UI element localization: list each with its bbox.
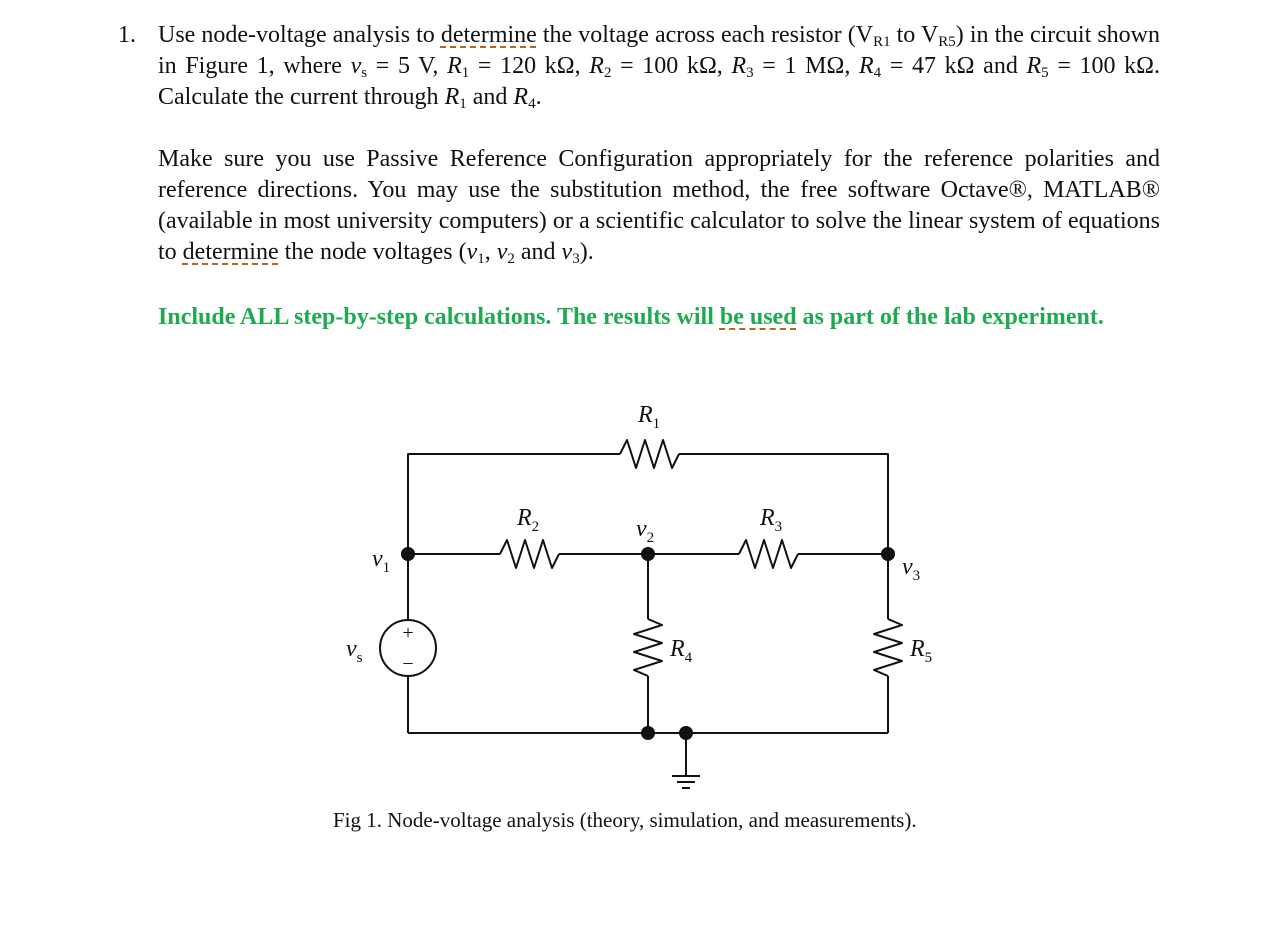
subscript: 1	[461, 65, 470, 81]
spellcheck-word[interactable]: determine	[440, 22, 537, 48]
instructions-paragraph: Make sure you use Passive Reference Conf…	[158, 144, 1160, 268]
label-v1: v1	[372, 546, 390, 576]
problem-number: 1.	[118, 22, 136, 48]
subscript: 5	[1041, 65, 1049, 81]
label-r4: R4	[669, 636, 693, 666]
text: ).	[579, 239, 594, 265]
r2-resistor	[499, 539, 560, 569]
spellcheck-word[interactable]: determine	[182, 239, 279, 265]
label-vs: vs	[346, 636, 363, 666]
subscript: 3	[746, 65, 754, 81]
subscript: 4	[528, 96, 536, 112]
text: = 100 kΩ. Calculate the current through	[158, 53, 1161, 110]
plus-sign: +	[402, 622, 413, 644]
problem-statement: Use node-voltage analysis to determine t…	[158, 20, 1160, 113]
symbol: R	[447, 53, 462, 79]
circuit-wires	[379, 439, 903, 789]
subscript: 1	[477, 251, 485, 267]
r5-resistor	[873, 618, 903, 677]
text: ,	[484, 239, 497, 265]
symbol: v	[496, 239, 508, 265]
r1-resistor	[619, 439, 680, 469]
label-r5: R5	[909, 636, 932, 666]
symbol: R	[444, 84, 460, 110]
text: = 120 kΩ,	[469, 53, 590, 79]
text: to V	[890, 22, 939, 48]
text: and	[514, 239, 562, 265]
spellcheck-word[interactable]: be used	[719, 304, 797, 330]
r4-resistor	[633, 618, 663, 677]
text: and	[466, 84, 514, 110]
text: = 47 kΩ and	[881, 53, 1027, 79]
text: = 100 kΩ,	[611, 53, 732, 79]
figure-caption: Fig 1. Node-voltage analysis (theory, si…	[333, 808, 917, 832]
label-r2: R2	[516, 505, 539, 535]
text: the node voltages (	[278, 239, 467, 265]
symbol: R	[731, 53, 747, 79]
text: Make sure you use Passive Reference Conf…	[158, 146, 1160, 265]
label-v3: v3	[902, 554, 920, 584]
text: ) in the circuit shown in Figure 1, wher…	[158, 22, 1160, 79]
subscript: s	[361, 65, 368, 81]
text: .	[535, 84, 542, 110]
subscript: 1	[459, 96, 467, 112]
subscript: R5	[938, 34, 956, 50]
wire	[679, 453, 889, 554]
circuit-diagram: + − R1 R2 R3 R4 R5 v1 v2 v3 vs	[346, 402, 932, 789]
label-r1: R1	[637, 402, 660, 432]
node-ground	[679, 726, 693, 740]
minus-sign: −	[402, 653, 413, 675]
symbol: R	[858, 53, 874, 79]
label-r3: R3	[759, 505, 782, 535]
node-v3	[881, 547, 895, 561]
subscript: 2	[603, 65, 612, 81]
wire	[407, 453, 620, 554]
text: the voltage across each resistor (V	[536, 22, 874, 48]
subscript: 4	[873, 65, 882, 81]
symbol: R	[513, 84, 529, 110]
subscript: R1	[873, 34, 891, 50]
node-v2	[641, 547, 655, 561]
emphasis-paragraph: Include ALL step-by-step calculations. T…	[158, 302, 1160, 333]
r3-resistor	[738, 539, 799, 569]
symbol: v	[350, 53, 362, 79]
subscript: 2	[507, 251, 515, 267]
symbol: R	[1026, 53, 1042, 79]
symbol: R	[589, 53, 604, 79]
symbol: v	[466, 239, 478, 265]
text: = 5 V,	[367, 53, 448, 79]
subscript: 3	[572, 251, 580, 267]
text: Include ALL step-by-step calculations. T…	[158, 304, 720, 330]
node-v1	[401, 547, 415, 561]
symbol: v	[561, 239, 573, 265]
label-v2: v2	[636, 516, 654, 546]
text: Use node-voltage analysis to	[158, 22, 441, 48]
nodes	[401, 547, 895, 740]
text: as part of the lab experiment.	[796, 304, 1104, 330]
text: = 1 MΩ,	[753, 53, 859, 79]
node-ground	[641, 726, 655, 740]
